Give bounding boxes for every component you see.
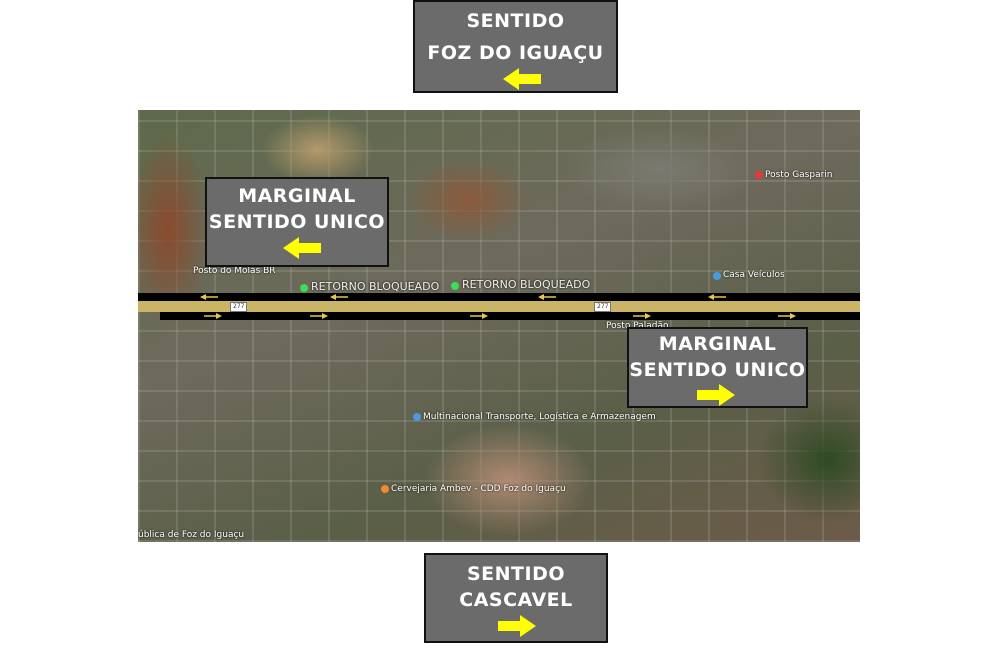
retorno-label: RETORNO BLOQUEADO xyxy=(311,280,440,293)
map-pin-icon xyxy=(451,282,459,290)
direction-box-cascavel: SENTIDO CASCAVEL xyxy=(424,553,608,643)
map-pin-icon xyxy=(381,485,389,493)
arrow-right-icon xyxy=(778,313,796,319)
highway-shield: 277 xyxy=(230,302,248,312)
box-line1: MARGINAL xyxy=(658,333,777,355)
poi-label[interactable]: Posto Paladão xyxy=(606,321,669,331)
poi-label: ública de Foz do Iguaçu xyxy=(138,530,245,540)
highway-br277 xyxy=(138,301,860,312)
arrow-left-icon xyxy=(330,294,348,300)
marginal-north xyxy=(138,293,860,301)
arrow-right-icon xyxy=(697,384,735,406)
arrow-right-icon xyxy=(204,313,222,319)
marginal-box-right: MARGINAL SENTIDO UNICO xyxy=(627,327,808,408)
map-pin-icon xyxy=(300,284,308,292)
map-pin-icon xyxy=(755,171,763,179)
poi-label[interactable]: Casa Veículos xyxy=(723,270,785,280)
direction-box-foz: SENTIDO FOZ DO IGUAÇU xyxy=(413,0,618,93)
box-line1: SENTIDO xyxy=(466,10,565,32)
arrow-left-icon xyxy=(200,294,218,300)
box-line2: CASCAVEL xyxy=(459,589,573,611)
retorno-label: RETORNO BLOQUEADO xyxy=(462,278,591,291)
satellite-map[interactable]: 277 277 RETORNO BLOQUEADO RETORNO BLOQUE… xyxy=(138,110,860,542)
poi-label[interactable]: Cervejaria Ambev - CDD Foz do Iguaçu xyxy=(391,484,566,494)
arrow-left-icon xyxy=(538,294,556,300)
arrow-right-icon xyxy=(498,615,536,637)
poi-label[interactable]: Multinacional Transporte, Logística e Ar… xyxy=(423,412,656,422)
map-pin-icon xyxy=(413,413,421,421)
box-line1: MARGINAL xyxy=(238,185,356,207)
arrow-right-icon xyxy=(470,313,488,319)
poi-label[interactable]: Posto do Molas BR xyxy=(193,266,276,276)
box-line1: SENTIDO xyxy=(466,563,566,585)
map-pin-icon xyxy=(713,272,721,280)
box-line2: SENTIDO UNICO xyxy=(629,359,806,381)
box-line2: FOZ DO IGUAÇU xyxy=(427,42,604,64)
arrow-left-icon xyxy=(283,237,321,259)
box-line2: SENTIDO UNICO xyxy=(208,211,386,233)
arrow-right-icon xyxy=(633,313,651,319)
arrow-left-icon xyxy=(708,294,726,300)
arrow-left-icon xyxy=(503,68,541,90)
marginal-box-left: MARGINAL SENTIDO UNICO xyxy=(205,177,389,267)
marginal-south xyxy=(160,312,860,320)
poi-label[interactable]: Posto Gasparin xyxy=(765,170,833,180)
highway-shield: 277 xyxy=(594,302,612,312)
arrow-right-icon xyxy=(310,313,328,319)
